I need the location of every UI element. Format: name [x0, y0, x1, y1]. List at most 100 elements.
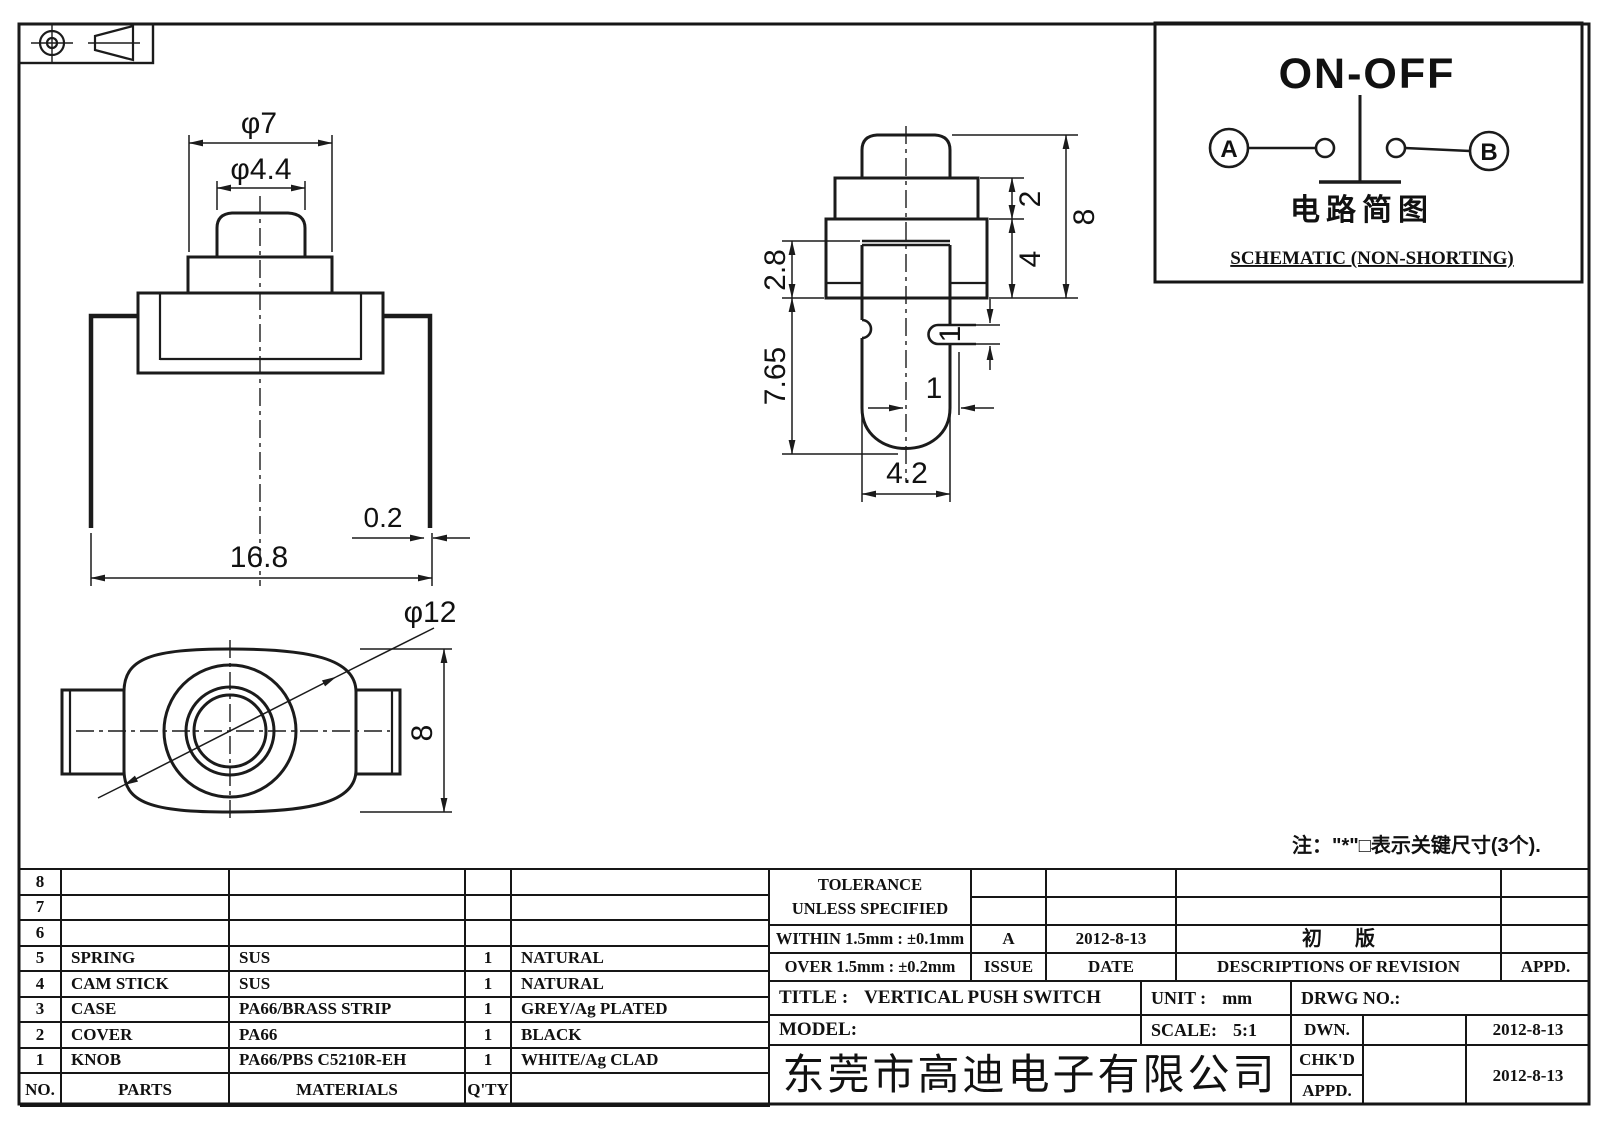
dim-side-lower: 7.65	[759, 347, 792, 405]
revision-issue-value: A	[970, 924, 1045, 952]
revision-empty-cell	[1045, 896, 1175, 924]
company-name: 东莞市高迪电子有限公司	[770, 1044, 1290, 1105]
title-cell: TITLE : VERTICAL PUSH SWITCH	[770, 980, 1140, 1014]
parts-header-color	[512, 1074, 770, 1107]
model-cell: MODEL:	[770, 1014, 1140, 1044]
parts-cell: SUS	[230, 972, 466, 998]
parts-cell: CASE	[62, 997, 230, 1023]
key-dimension-note: 注："*"□表示关键尺寸(3个).	[1292, 833, 1541, 857]
scale-label: SCALE:	[1151, 1019, 1218, 1040]
revision-issue-label: ISSUE	[970, 952, 1045, 980]
revision-date-label: DATE	[1045, 952, 1175, 980]
dim-bottom-dia: φ12	[404, 596, 457, 629]
contact-left-icon	[1314, 137, 1336, 159]
parts-cell: CAM STICK	[62, 972, 230, 998]
terminal-b-label: B	[1480, 139, 1497, 166]
parts-cell	[62, 921, 230, 947]
tolerance-within-cell: WITHIN 1.5mm : ±0.1mm	[770, 924, 970, 952]
dwn-signature-cell	[1362, 1014, 1465, 1044]
parts-cell: 1	[20, 1048, 62, 1074]
revision-appd-label: APPD.	[1500, 952, 1589, 980]
revision-desc-label: DESCRIPTIONS OF REVISION	[1175, 952, 1500, 980]
revision-desc-value: 初 版	[1175, 924, 1500, 952]
revision-empty-cell	[970, 868, 1045, 896]
chkd-appd-date-cell: 2012-8-13	[1465, 1044, 1589, 1105]
parts-cell: GREY/Ag PLATED	[512, 997, 770, 1023]
left-lead	[88, 313, 138, 528]
parts-cell: SUS	[230, 946, 466, 972]
revision-appd-value	[1500, 924, 1589, 952]
parts-cell: 6	[20, 921, 62, 947]
parts-cell: 1	[466, 946, 512, 972]
parts-cell: NATURAL	[512, 946, 770, 972]
parts-cell	[466, 921, 512, 947]
parts-header-materials: MATERIALS	[230, 1074, 466, 1107]
tolerance-line2: UNLESS SPECIFIED	[791, 898, 949, 918]
parts-cell: 1	[466, 1023, 512, 1049]
contact-right-icon	[1385, 137, 1407, 159]
parts-cell: 1	[466, 972, 512, 998]
parts-cell: PA66/PBS C5210R-EH	[230, 1048, 466, 1074]
parts-cell: 2	[20, 1023, 62, 1049]
chkd-appd-signature-cell	[1362, 1044, 1465, 1105]
bottom-view: φ12 8	[60, 596, 457, 822]
parts-header-qty: Q'TY	[466, 1074, 512, 1107]
revision-empty-cell	[970, 896, 1045, 924]
parts-cell	[466, 895, 512, 921]
title-value: VERTICAL PUSH SWITCH	[864, 987, 1102, 1009]
dim-slot-offset: 1	[926, 372, 943, 405]
parts-cell: WHITE/Ag CLAD	[512, 1048, 770, 1074]
chkd-label-cell: CHK'D	[1290, 1044, 1362, 1074]
parts-cell: NATURAL	[512, 972, 770, 998]
schematic-caption-en: SCHEMATIC (NON-SHORTING)	[1230, 248, 1513, 269]
parts-cell: COVER	[62, 1023, 230, 1049]
right-lead	[383, 313, 433, 528]
dim-side-upper: 2.8	[759, 249, 792, 291]
appd-label-cell: APPD.	[1290, 1074, 1362, 1105]
schematic-caption-cn: 电路简图	[1290, 193, 1434, 227]
side-view: 2.8 7.65 2 4 8 4.2 1 1	[759, 126, 1101, 502]
parts-cell: SPRING	[62, 946, 230, 972]
revision-empty-cell	[1175, 896, 1500, 924]
scale-value: 5:1	[1233, 1019, 1258, 1040]
parts-cell: 5	[20, 946, 62, 972]
projection-symbol-icon	[17, 22, 155, 65]
tolerance-over-cell: OVER 1.5mm : ±0.2mm	[770, 952, 970, 980]
tolerance-line1: TOLERANCE	[817, 874, 923, 894]
schematic-title: ON-OFF	[1279, 50, 1456, 98]
parts-cell	[512, 921, 770, 947]
dwn-label-cell: DWN.	[1290, 1014, 1362, 1044]
parts-cell	[512, 870, 770, 896]
tolerance-header-cell: TOLERANCE UNLESS SPECIFIED	[770, 868, 970, 924]
revision-date-value: 2012-8-13	[1045, 924, 1175, 952]
dim-slot-height: 1	[934, 326, 967, 343]
revision-empty-cell	[1500, 868, 1589, 896]
parts-cell	[512, 895, 770, 921]
dim-front-inner-dia: φ4.4	[230, 153, 291, 186]
parts-cell: 1	[466, 1048, 512, 1074]
schematic-panel: ON-OFF A B 电路简图 SCHEMATIC (NON-SHORTING)	[1153, 21, 1584, 284]
revision-empty-cell	[1045, 868, 1175, 896]
dim-front-span: 16.8	[230, 541, 288, 574]
dim-side-total: 8	[1068, 209, 1101, 226]
parts-table: 8 7 6 5 SPRING SUS 1 NATURAL 4 CAM STICK…	[20, 868, 770, 1107]
dim-tube-width: 4.2	[886, 457, 928, 490]
terminal-a-label: A	[1220, 136, 1237, 163]
unit-value: mm	[1222, 987, 1253, 1008]
dim-side-step: 2	[1014, 191, 1047, 208]
unit-cell: UNIT : mm	[1140, 980, 1290, 1014]
parts-cell: PA66	[230, 1023, 466, 1049]
dim-lead-thickness: 0.2	[364, 502, 403, 533]
parts-cell	[62, 870, 230, 896]
scale-cell: SCALE: 5:1	[1140, 1014, 1290, 1044]
dim-front-outer-dia: φ7	[241, 107, 277, 140]
parts-cell	[466, 870, 512, 896]
anchor-slot	[927, 323, 976, 346]
parts-cell: 1	[466, 997, 512, 1023]
parts-header-parts: PARTS	[62, 1074, 230, 1107]
parts-cell: 3	[20, 997, 62, 1023]
parts-cell: 4	[20, 972, 62, 998]
sheet-border	[17, 22, 1591, 1106]
